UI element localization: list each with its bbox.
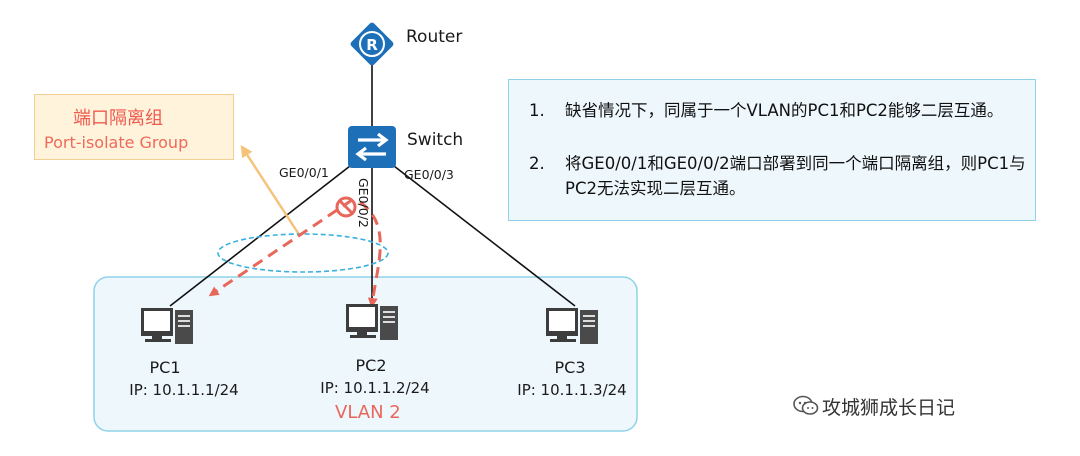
pc1-ip: IP: 10.1.1.1/24 xyxy=(129,381,239,399)
isolate-group-title-cn: 端口隔离组 xyxy=(73,108,163,129)
isolate-group-ellipse xyxy=(217,233,389,273)
switch-icon xyxy=(348,126,396,168)
pc2-name: PC2 xyxy=(355,356,387,375)
isolate-group-box: 端口隔离组 Port-isolate Group xyxy=(34,94,234,160)
wechat-icon xyxy=(793,395,819,415)
note-number: 1. xyxy=(529,101,545,120)
router-label: Router xyxy=(406,27,463,47)
svg-text:R: R xyxy=(366,36,378,54)
port-ge1-label: GE0/0/1 xyxy=(279,165,329,180)
watermark-text: 攻城狮成长日记 xyxy=(822,397,956,419)
notes-box: 1. 缺省情况下，同属于一个VLAN的PC1和PC2能够二层互通。 2. 将GE… xyxy=(508,79,1036,221)
isolate-group-pointer xyxy=(240,144,302,237)
blocked-path-to-pc2 xyxy=(359,200,382,308)
note-text: 缺省情况下，同属于一个VLAN的PC1和PC2能够二层互通。 xyxy=(565,101,1004,120)
pc2-icon xyxy=(346,304,398,340)
prohibit-icon xyxy=(335,196,357,218)
note-text: 将GE0/0/1和GE0/0/2端口部署到同一个端口隔离组，则PC1与PC2无法… xyxy=(565,154,1026,198)
port-ge3-label: GE0/0/3 xyxy=(404,167,454,182)
router-icon: R xyxy=(350,22,394,66)
pc3-icon xyxy=(546,308,598,344)
pc1-name: PC1 xyxy=(149,358,181,377)
pc2-ip: IP: 10.1.1.2/24 xyxy=(320,379,430,397)
vlan-label: VLAN 2 xyxy=(335,402,401,423)
blocked-path-to-pc1 xyxy=(208,198,353,297)
switch-label: Switch xyxy=(407,130,464,150)
port-ge2-label: GE0/0/2 xyxy=(356,178,371,228)
link-switch-pc3 xyxy=(393,165,576,307)
pc1-icon xyxy=(141,308,193,344)
vlan-region xyxy=(93,276,638,432)
pc3-name: PC3 xyxy=(554,358,586,377)
isolate-group-title-en: Port-isolate Group xyxy=(44,133,189,152)
pc3-ip: IP: 10.1.1.3/24 xyxy=(517,381,627,399)
note-number: 2. xyxy=(529,154,545,173)
